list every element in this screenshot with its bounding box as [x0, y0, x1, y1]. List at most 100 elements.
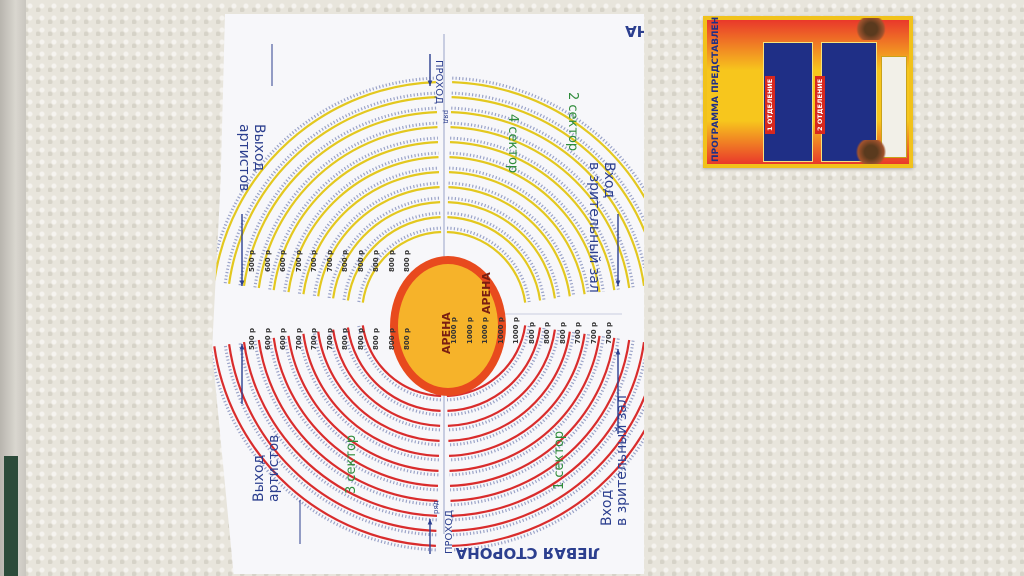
- row-arc-sector-4: [361, 230, 442, 303]
- row-arc-sector-1: [452, 346, 644, 547]
- row-arc-sector-4: [272, 141, 439, 291]
- seat-numbers-sector-2: [448, 181, 576, 297]
- price-label: 600 р: [263, 327, 272, 350]
- arrow-entrance-top-head: [615, 280, 621, 286]
- row-arc-sector-4: [317, 186, 440, 297]
- price-label: 800 р: [341, 249, 349, 272]
- flyer-clown-image-top: [853, 18, 889, 40]
- seat-numbers-sector-3: [342, 327, 441, 417]
- flyer-part-1-label: 1 ОТДЕЛЕНИЕ: [765, 75, 775, 134]
- price-label: 700 р: [310, 327, 318, 350]
- price-label: 700 р: [589, 321, 598, 344]
- seating-plan-drawing: [212, 34, 644, 554]
- price-label: 800 р: [403, 327, 411, 350]
- seat-numbers-sector-3: [212, 346, 436, 552]
- seat-numbers-sector-2: [451, 106, 644, 286]
- row-arc-sector-4: [242, 111, 438, 287]
- price-label: 800 р: [558, 321, 567, 344]
- sector-2-label: 2 сектор: [565, 92, 580, 152]
- row-arc-sector-4: [228, 96, 437, 284]
- aisle-right-label: ПРОХОД: [433, 60, 444, 104]
- price-label: 800 р: [387, 249, 396, 272]
- seat-numbers-sector-3: [268, 338, 438, 492]
- row-arc-sector-2: [452, 81, 644, 282]
- aisle-left-label: ПРОХОД: [444, 510, 455, 554]
- row-arc-sector-2: [450, 111, 644, 287]
- price-label: 700 р: [574, 321, 582, 344]
- price-label: 600 р: [279, 249, 287, 272]
- sector-1-label: 1 сектор: [552, 430, 567, 490]
- arrow-aisle-top-head: [427, 80, 433, 86]
- arena-label-1: АРЕНА: [440, 312, 453, 354]
- row-arc-sector-3: [257, 339, 438, 502]
- arrow-artists-top-head: [239, 280, 245, 286]
- row-arc-sector-1: [447, 327, 542, 412]
- row-arc-sector-4: [213, 81, 436, 282]
- flyer-title: ПРОГРАММА ПРЕДСТАВЛЕНИЯ: [711, 16, 721, 162]
- row-arc-sector-3: [242, 341, 438, 517]
- row-arc-sector-3: [228, 344, 437, 532]
- seat-numbers-sector-1: [451, 342, 644, 522]
- sector-4-label: 4 сектор: [505, 114, 520, 174]
- row-arc-sector-2: [446, 230, 527, 303]
- row-arc-sector-3: [272, 337, 439, 487]
- seat-numbers-sector-1: [449, 334, 591, 462]
- row-arc-sector-3: [302, 333, 440, 457]
- seating-plan-poster: ПРАВАЯ СТОРОНА ЛЕВАЯ СТОРОНА 4 сектор 2 …: [212, 14, 644, 574]
- seat-numbers-sector-3: [238, 342, 437, 522]
- seat-numbers-sector-4: [212, 76, 436, 282]
- seat-numbers-sector-3: [327, 329, 441, 432]
- price-label: 500 р: [248, 327, 256, 350]
- price-label: 800 р: [372, 327, 380, 350]
- row-arc-sector-2: [447, 216, 542, 301]
- row-arc-sector-2: [450, 126, 631, 289]
- door-frame: [0, 0, 26, 576]
- seat-numbers-sector-1: [448, 331, 576, 447]
- price-label: 800 р: [356, 249, 365, 272]
- row-word-bottom: ряд: [432, 500, 440, 515]
- row-arc-sector-1: [450, 339, 631, 502]
- seat-numbers-sector-4: [223, 91, 437, 284]
- seat-numbers-sector-4: [283, 151, 439, 292]
- flyer-part-2-label: 2 ОТДЕЛЕНИЕ: [815, 75, 825, 134]
- row-arc-sector-1: [447, 329, 556, 427]
- seat-numbers-sector-1: [451, 344, 644, 537]
- row-arc-sector-4: [332, 201, 441, 299]
- row-arc-sector-2: [451, 96, 644, 284]
- seat-numbers-sector-2: [450, 121, 635, 288]
- price-label: 800 р: [527, 321, 536, 344]
- price-label: 1000 р: [512, 317, 520, 344]
- price-label: 700 р: [294, 249, 303, 272]
- row-arc-sector-3: [287, 335, 439, 472]
- flyer-clown-image-bottom: [853, 140, 889, 164]
- seat-numbers-sector-3: [283, 336, 439, 477]
- price-label: 1000 р: [465, 317, 474, 344]
- row-arc-sector-3: [317, 331, 440, 442]
- seat-numbers-sector-1: [450, 340, 635, 507]
- seat-numbers-sector-2: [447, 196, 561, 299]
- seat-numbers-sector-4: [238, 106, 437, 286]
- program-flyer: ПРОГРАММА ПРЕДСТАВЛЕНИЯ 1 ОТДЕЛЕНИЕ 2 ОТ…: [703, 16, 913, 168]
- row-arc-sector-1: [449, 337, 616, 487]
- row-arc-sector-1: [446, 325, 527, 398]
- price-label: 700 р: [310, 249, 318, 272]
- row-arc-sector-1: [448, 333, 586, 457]
- seat-numbers-sector-4: [268, 136, 438, 290]
- seat-numbers-sector-1: [447, 327, 546, 417]
- row-arc-sector-1: [450, 341, 644, 517]
- arrow-aisle-bottom-head: [427, 519, 433, 525]
- seat-numbers-sector-3: [253, 340, 438, 507]
- row-arc-sector-2: [449, 141, 616, 291]
- seat-numbers-sector-4: [297, 166, 439, 294]
- seat-numbers-sector-1: [447, 329, 561, 432]
- row-arc-sector-3: [361, 325, 442, 398]
- price-label: 500 р: [248, 249, 256, 272]
- row-arc-sector-3: [332, 329, 441, 427]
- price-label: 800 р: [356, 327, 365, 350]
- arrow-artists-bottom-head: [239, 344, 245, 350]
- row-arc-sector-2: [448, 171, 586, 295]
- arena-inner: [398, 264, 498, 388]
